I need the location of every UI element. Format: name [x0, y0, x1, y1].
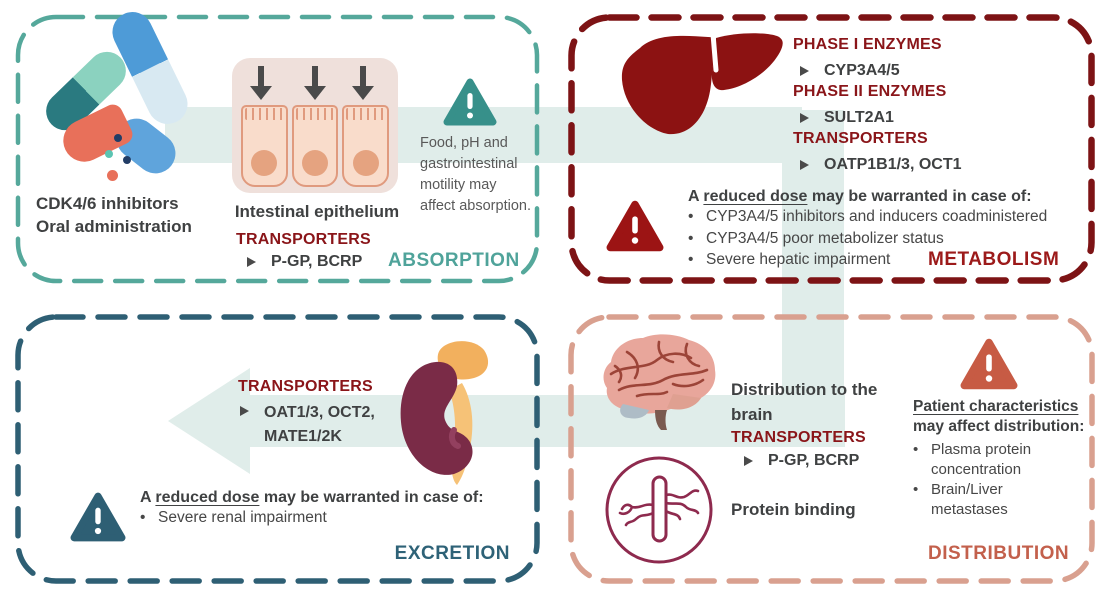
metabolism-section-label: METABOLISM	[928, 249, 1060, 270]
epithelial-cell	[342, 105, 390, 187]
drug-label-line2: Oral administration	[36, 217, 192, 236]
drug-label: CDK4/6 inhibitors Oral administration	[36, 192, 192, 238]
distribution-bullet: • Brain/Liver metastases	[913, 481, 1008, 518]
warning-triangle-slate-icon	[70, 492, 126, 542]
excretion-panel-border	[15, 314, 540, 584]
metabolism-panel-border	[568, 14, 1095, 284]
brain-label: Distribution to the brain	[731, 380, 878, 424]
metabolism-transporters-heading: TRANSPORTERS	[793, 130, 928, 147]
epithelial-cell	[241, 105, 288, 187]
distribution-warning: Patient characteristics may affect distr…	[913, 397, 1095, 519]
excretion-warning-heading: A reduced dose may be warranted in case …	[140, 489, 484, 506]
pills-icon	[28, 5, 198, 198]
distribution-transporters-heading: TRANSPORTERS	[731, 429, 866, 446]
intestinal-epithelium-illustration	[232, 58, 398, 193]
flow-band-bottom	[248, 395, 845, 447]
excretion-warning: A reduced dose may be warranted in case …	[140, 489, 500, 529]
warning-triangle-red-icon	[606, 200, 664, 252]
arrow-bullet-icon	[800, 66, 809, 77]
excretion-section-label: EXCRETION	[394, 543, 510, 564]
metabolism-bullet: • Severe hepatic impairment	[688, 251, 891, 268]
metabolism-bullet: • CYP3A4/5 poor metabolizer status	[688, 229, 944, 247]
warning-triangle-coral-icon	[960, 338, 1018, 390]
drug-label-line1: CDK4/6 inhibitors	[36, 194, 179, 213]
absorption-note: Food, pH and gastrointestinal motility m…	[420, 135, 531, 214]
down-arrow-icon	[250, 66, 272, 100]
liver-icon	[621, 31, 783, 135]
excretion-transporters-value: OAT1/3, OCT2, MATE1/2K	[264, 404, 375, 445]
absorption-panel-border	[15, 14, 540, 284]
distribution-section-label: DISTRIBUTION	[928, 543, 1070, 564]
metabolism-transporters-value: OATP1B1/3, OCT1	[824, 156, 962, 174]
arrow-bullet-icon	[240, 406, 249, 416]
down-arrow-icon	[304, 66, 326, 100]
absorption-transporters-heading: TRANSPORTERS	[236, 231, 371, 248]
arrow-bullet-icon	[800, 113, 809, 124]
excretion-transporters-heading: TRANSPORTERS	[238, 378, 373, 395]
phase1-heading: PHASE I ENZYMES	[793, 36, 942, 53]
protein-binding-icon	[605, 456, 713, 564]
flow-arrowhead-icon	[168, 368, 250, 474]
metabolism-enzyme-list: PHASE I ENZYMES CYP3A4/5 PHASE II ENZYME…	[793, 36, 962, 177]
phase2-heading: PHASE II ENZYMES	[793, 83, 947, 100]
metabolism-warning-heading: A reduced dose may be warranted in case …	[688, 188, 1032, 205]
warning-triangle-teal-icon	[443, 78, 497, 126]
distribution-panel-border	[568, 314, 1095, 584]
epithelial-cell	[291, 105, 339, 187]
absorption-section-label: ABSORPTION	[388, 250, 520, 271]
distribution-transporters-value: P-GP, BCRP	[768, 452, 860, 469]
arrow-bullet-icon	[744, 456, 753, 466]
phase2-value: SULT2A1	[824, 109, 894, 127]
protein-binding-label: Protein binding	[731, 500, 856, 519]
metabolism-bullet: • CYP3A4/5 inhibitors and inducers coadm…	[688, 208, 1048, 225]
metabolism-warning: A reduced dose may be warranted in case …	[688, 188, 1093, 271]
distribution-warning-heading: Patient characteristics may affect distr…	[913, 398, 1085, 435]
arrow-bullet-icon	[800, 160, 809, 171]
brain-icon	[603, 334, 716, 430]
excretion-bullet: • Severe renal impairment	[140, 509, 327, 526]
absorption-transporters-value: P-GP, BCRP	[271, 253, 363, 270]
phase1-value: CYP3A4/5	[824, 62, 900, 80]
kidney-icon	[400, 341, 489, 485]
arrow-bullet-icon	[247, 257, 256, 267]
down-arrow-icon	[352, 66, 374, 100]
distribution-bullet: • Plasma protein concentration	[913, 441, 1032, 478]
epithelium-label: Intestinal epithelium	[234, 202, 400, 221]
